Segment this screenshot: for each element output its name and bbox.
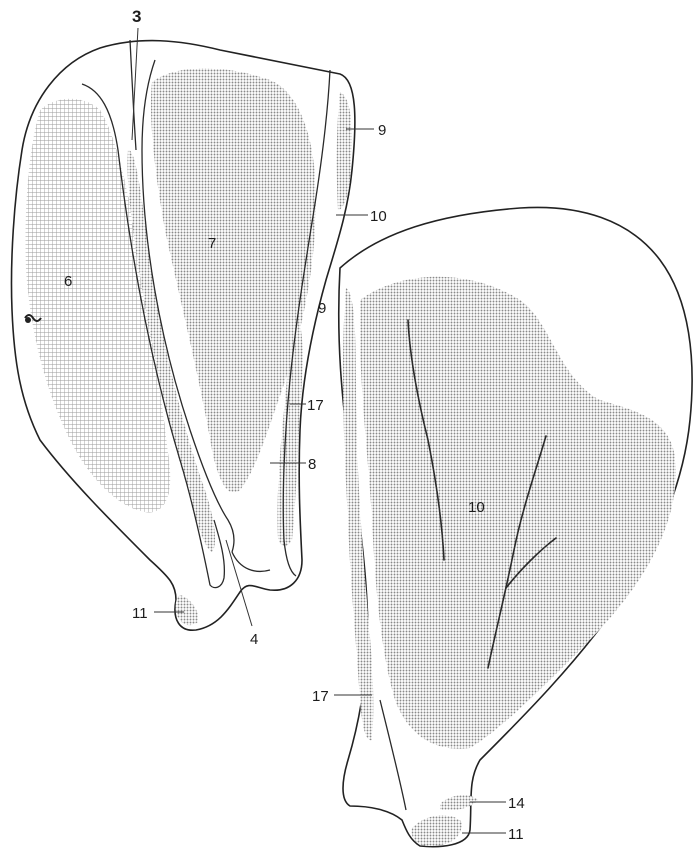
label-14: 14 [508,795,525,812]
label-9-middle: 9 [318,300,326,317]
label-11-left: 11 [132,605,148,622]
label-8: 8 [308,456,316,473]
left-bone [11,40,354,630]
label-7: 7 [208,235,216,252]
label-4: 4 [250,631,258,648]
right-bone [339,207,692,846]
label-9-upper: 9 [378,122,386,139]
label-10-large: 10 [468,499,485,516]
label-17-middle: 17 [307,397,324,414]
label-6: 6 [64,273,72,290]
label-17-lower: 17 [312,688,329,705]
label-10-upper: 10 [370,208,387,225]
label-11-right: 11 [508,826,524,843]
foramen-dot [25,317,31,323]
label-3: 3 [132,7,141,26]
